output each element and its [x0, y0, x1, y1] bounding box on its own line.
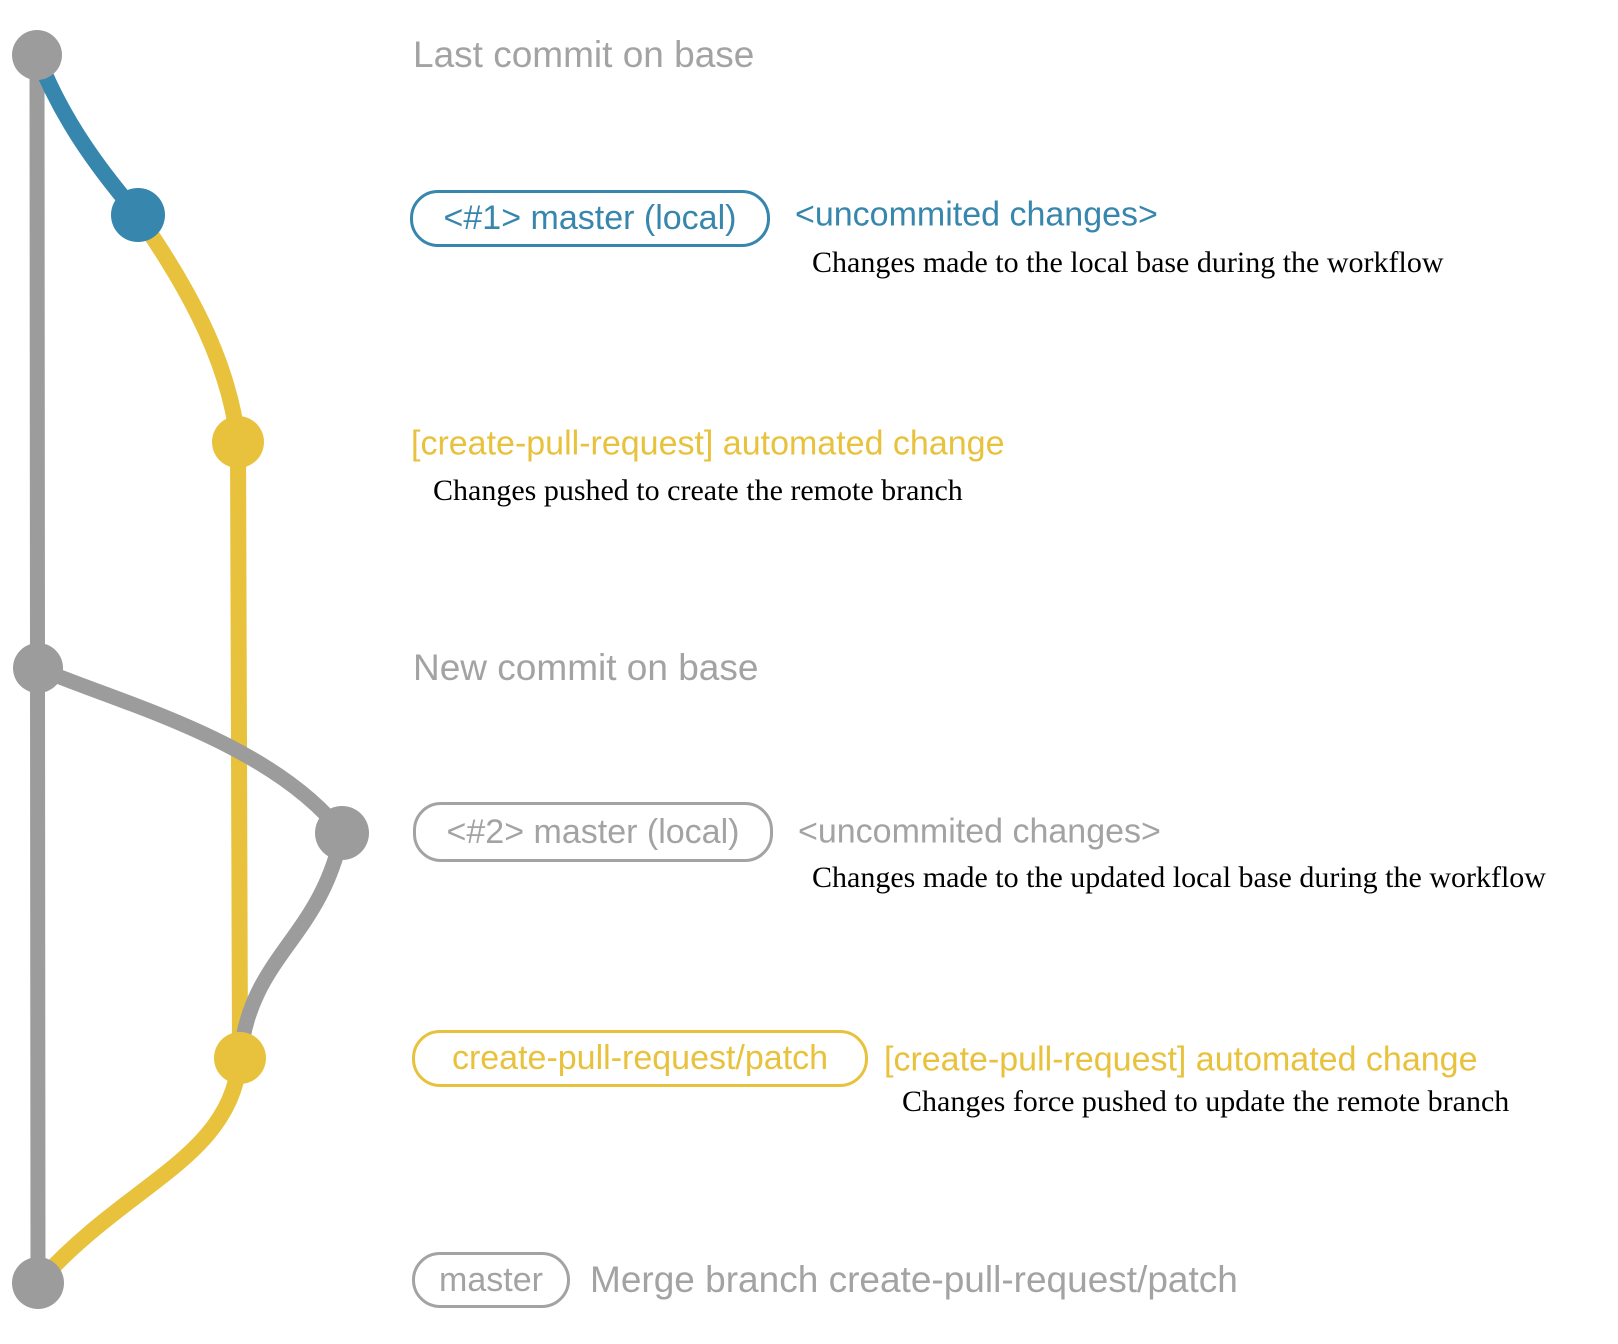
- heading-automated-change-1: [create-pull-request] automated change: [411, 424, 1005, 463]
- git-graph: [12, 30, 369, 1309]
- label-uncommitted-changes-2: <uncommited changes>: [798, 812, 1161, 851]
- badge-create-pull-request-patch: create-pull-request/patch: [412, 1030, 868, 1087]
- badge-master-local-1-label: <#1> master (local): [443, 199, 737, 237]
- commit-dot-local-2: [315, 806, 369, 860]
- desc-force-push-update-remote: Changes force pushed to update the remot…: [902, 1085, 1510, 1118]
- label-last-commit-on-base: Last commit on base: [413, 34, 755, 75]
- commit-dot-remote-2: [214, 1032, 266, 1084]
- rebase-in-curve-gray: [232, 825, 350, 1066]
- remote-branch-curve-yellow: [30, 207, 249, 1291]
- badge-master-local-2: <#2> master (local): [413, 802, 773, 862]
- badge-master: master: [412, 1252, 570, 1308]
- desc-local-changes-1: Changes made to the local base during th…: [812, 246, 1444, 279]
- badge-create-pull-request-patch-label: create-pull-request/patch: [451, 1039, 829, 1077]
- desc-local-changes-2: Changes made to the updated local base d…: [812, 861, 1546, 894]
- commit-dot-last-base: [12, 30, 62, 80]
- label-uncommitted-changes-1: <uncommited changes>: [795, 195, 1158, 234]
- label-merge-branch: Merge branch create-pull-request/patch: [590, 1259, 1238, 1300]
- badge-master-local-2-label: <#2> master (local): [446, 812, 740, 851]
- local-branch-curve-blue: [29, 47, 146, 223]
- commit-dot-merge: [12, 1257, 64, 1309]
- commit-dot-remote-1: [212, 416, 264, 468]
- label-new-commit-on-base: New commit on base: [413, 647, 759, 688]
- badge-master-label: master: [439, 1260, 543, 1299]
- commit-dot-local-1: [111, 188, 165, 242]
- rebase-out-curve-gray: [30, 660, 350, 841]
- commit-dot-new-base: [13, 643, 63, 693]
- desc-push-create-remote: Changes pushed to create the remote bran…: [433, 474, 963, 507]
- badge-master-local-1: <#1> master (local): [410, 190, 770, 247]
- heading-automated-change-2: [create-pull-request] automated change: [884, 1040, 1478, 1079]
